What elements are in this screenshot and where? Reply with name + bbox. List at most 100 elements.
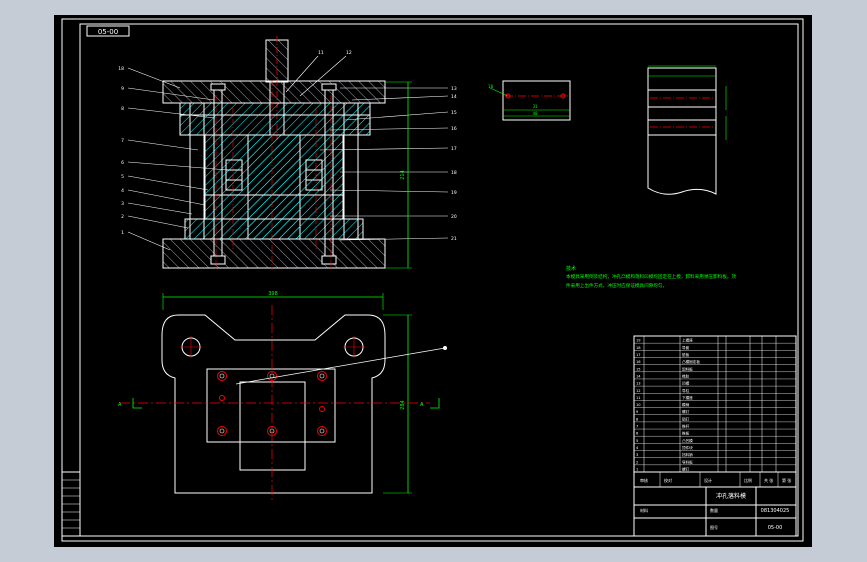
bom-row-index: 6 [636, 432, 639, 436]
balloon-left: 3 [121, 201, 124, 207]
plan-width-dimension: 398 [268, 291, 278, 297]
main-section-view [162, 36, 386, 270]
strip-outline [502, 80, 571, 121]
title-block-label: 比例 [744, 477, 752, 483]
part-view-strip: 31 48 18 [488, 80, 571, 121]
balloon-right: 21 [451, 236, 457, 242]
balloon-left: 18 [118, 66, 124, 72]
bom-row-name: 模柄 [682, 402, 690, 407]
bom-row-name: 销钉 [682, 416, 690, 421]
bom-row-name: 垫板 [682, 352, 690, 357]
strip-dim-bottom: 48 [532, 111, 538, 116]
bom-row-index: 14 [636, 374, 641, 378]
guide-post-left [189, 102, 205, 240]
bom-row-index: 13 [636, 382, 641, 386]
plan-hole [219, 395, 225, 401]
lower-plate [184, 218, 364, 240]
technical-notes: 技术 本模具采用倒装结构，冲孔凸模和落料凹模均固定在上模，卸料采用弹压卸料板，顶… [566, 265, 736, 289]
bom-row-index: 5 [636, 439, 638, 443]
drawing-number: 05-00 [768, 525, 783, 531]
tech-note-title: 技术 [566, 265, 576, 272]
drawing-canvas[interactable]: 05-00 [54, 15, 812, 547]
blank-outline [647, 67, 717, 195]
plan-hole [317, 426, 327, 436]
bom-row-index: 1 [636, 468, 638, 472]
strip-dim-top: 31 [532, 104, 538, 109]
title-block-label: 设计 [704, 477, 712, 483]
balloon-right: 16 [451, 126, 457, 132]
code-box-text: 05-00 [98, 28, 118, 36]
bom-row-index: 9 [636, 410, 639, 414]
bom-row-index: 19 [636, 339, 641, 343]
bom-row-index: 3 [636, 453, 638, 457]
bom-row-name: 导套 [682, 345, 690, 350]
lower-base-outline [161, 314, 386, 494]
bom-row-index: 8 [636, 417, 639, 421]
title-block-labels: 审核校对设计比例共 张第 张材料数量图号 [640, 477, 791, 530]
balloon-top: 12 [346, 50, 352, 56]
title-block-label: 第 张 [782, 477, 791, 483]
balloon-left: 6 [121, 160, 124, 166]
balloon-right: 14 [451, 94, 457, 100]
upper-die-base [162, 80, 386, 104]
bom-row-index: 16 [636, 360, 641, 364]
bom-row-index: 10 [636, 403, 641, 407]
bom-row-index: 2 [636, 460, 638, 464]
stripper-plate [204, 194, 344, 220]
bom-row-name: 导柱 [682, 388, 690, 393]
balloon-left: 9 [121, 86, 124, 92]
bom-row-index: 4 [636, 446, 639, 450]
bom-row-name: 下模座 [682, 395, 693, 400]
outer-border [61, 18, 804, 542]
balloon-top: 11 [318, 50, 324, 56]
guide-post-right [343, 102, 359, 240]
plan-holes [217, 371, 327, 436]
bom-row-index: 18 [636, 346, 641, 350]
balloon-right: 20 [451, 214, 457, 220]
bom-row-index: 7 [636, 425, 638, 429]
balloon-left: 2 [121, 214, 124, 220]
title-block: 上模座19导套18垫板17凸模固定板16卸料板15橡胶14凹模13导柱12下模座… [633, 335, 797, 537]
bom-row-name: 挡料销 [682, 452, 693, 457]
plan-hole [217, 426, 227, 436]
revision-block [61, 471, 81, 537]
bom-row-name: 橡胶 [682, 373, 690, 378]
bom-row-name: 顶件块 [682, 445, 693, 450]
bom-row-name: 推板 [682, 431, 690, 436]
die-outline [206, 368, 336, 443]
bom-row-name: 推杆 [682, 424, 690, 429]
bom-row-name: 上模座 [682, 338, 693, 343]
cad-drawing-viewport[interactable]: 05-00 [54, 15, 812, 547]
title-block-label: 数量 [710, 507, 718, 513]
plan-hole [217, 371, 227, 381]
punch-fixing-plate [179, 114, 371, 136]
balloon-left: 8 [121, 106, 124, 112]
strip-dim-left: 18 [488, 84, 494, 89]
bom-row-index: 17 [636, 353, 641, 357]
bom-row-name: 凹模 [682, 381, 690, 386]
balloon-right: 13 [451, 86, 457, 92]
balloon-left: 1 [121, 230, 124, 236]
title-block-label: 校对 [664, 477, 672, 483]
bom-row-name: 螺钉 [682, 409, 690, 414]
bom-frame [633, 335, 797, 537]
bom-row-name: 卸料板 [682, 366, 693, 371]
bom-row-name: 凸凹模 [682, 438, 693, 443]
plan-view: 398 284 A [118, 291, 447, 500]
bom-row-index: 11 [636, 396, 641, 400]
lower-die-base [162, 238, 386, 269]
backing-plate [179, 102, 371, 116]
bom-rows: 上模座19导套18垫板17凸模固定板16卸料板15橡胶14凹模13导柱12下模座… [634, 338, 796, 473]
balloon-left: 5 [121, 174, 124, 180]
leaders-top: 11 12 [285, 50, 352, 97]
svg-text:A: A [118, 402, 122, 408]
balloon-right: 19 [451, 190, 457, 196]
balloon-right: 17 [451, 146, 457, 152]
balloon-left: 4 [121, 188, 124, 194]
title-block-label: 图号 [710, 524, 718, 530]
balloon-right: 15 [451, 110, 457, 116]
punch-outline [239, 381, 306, 471]
